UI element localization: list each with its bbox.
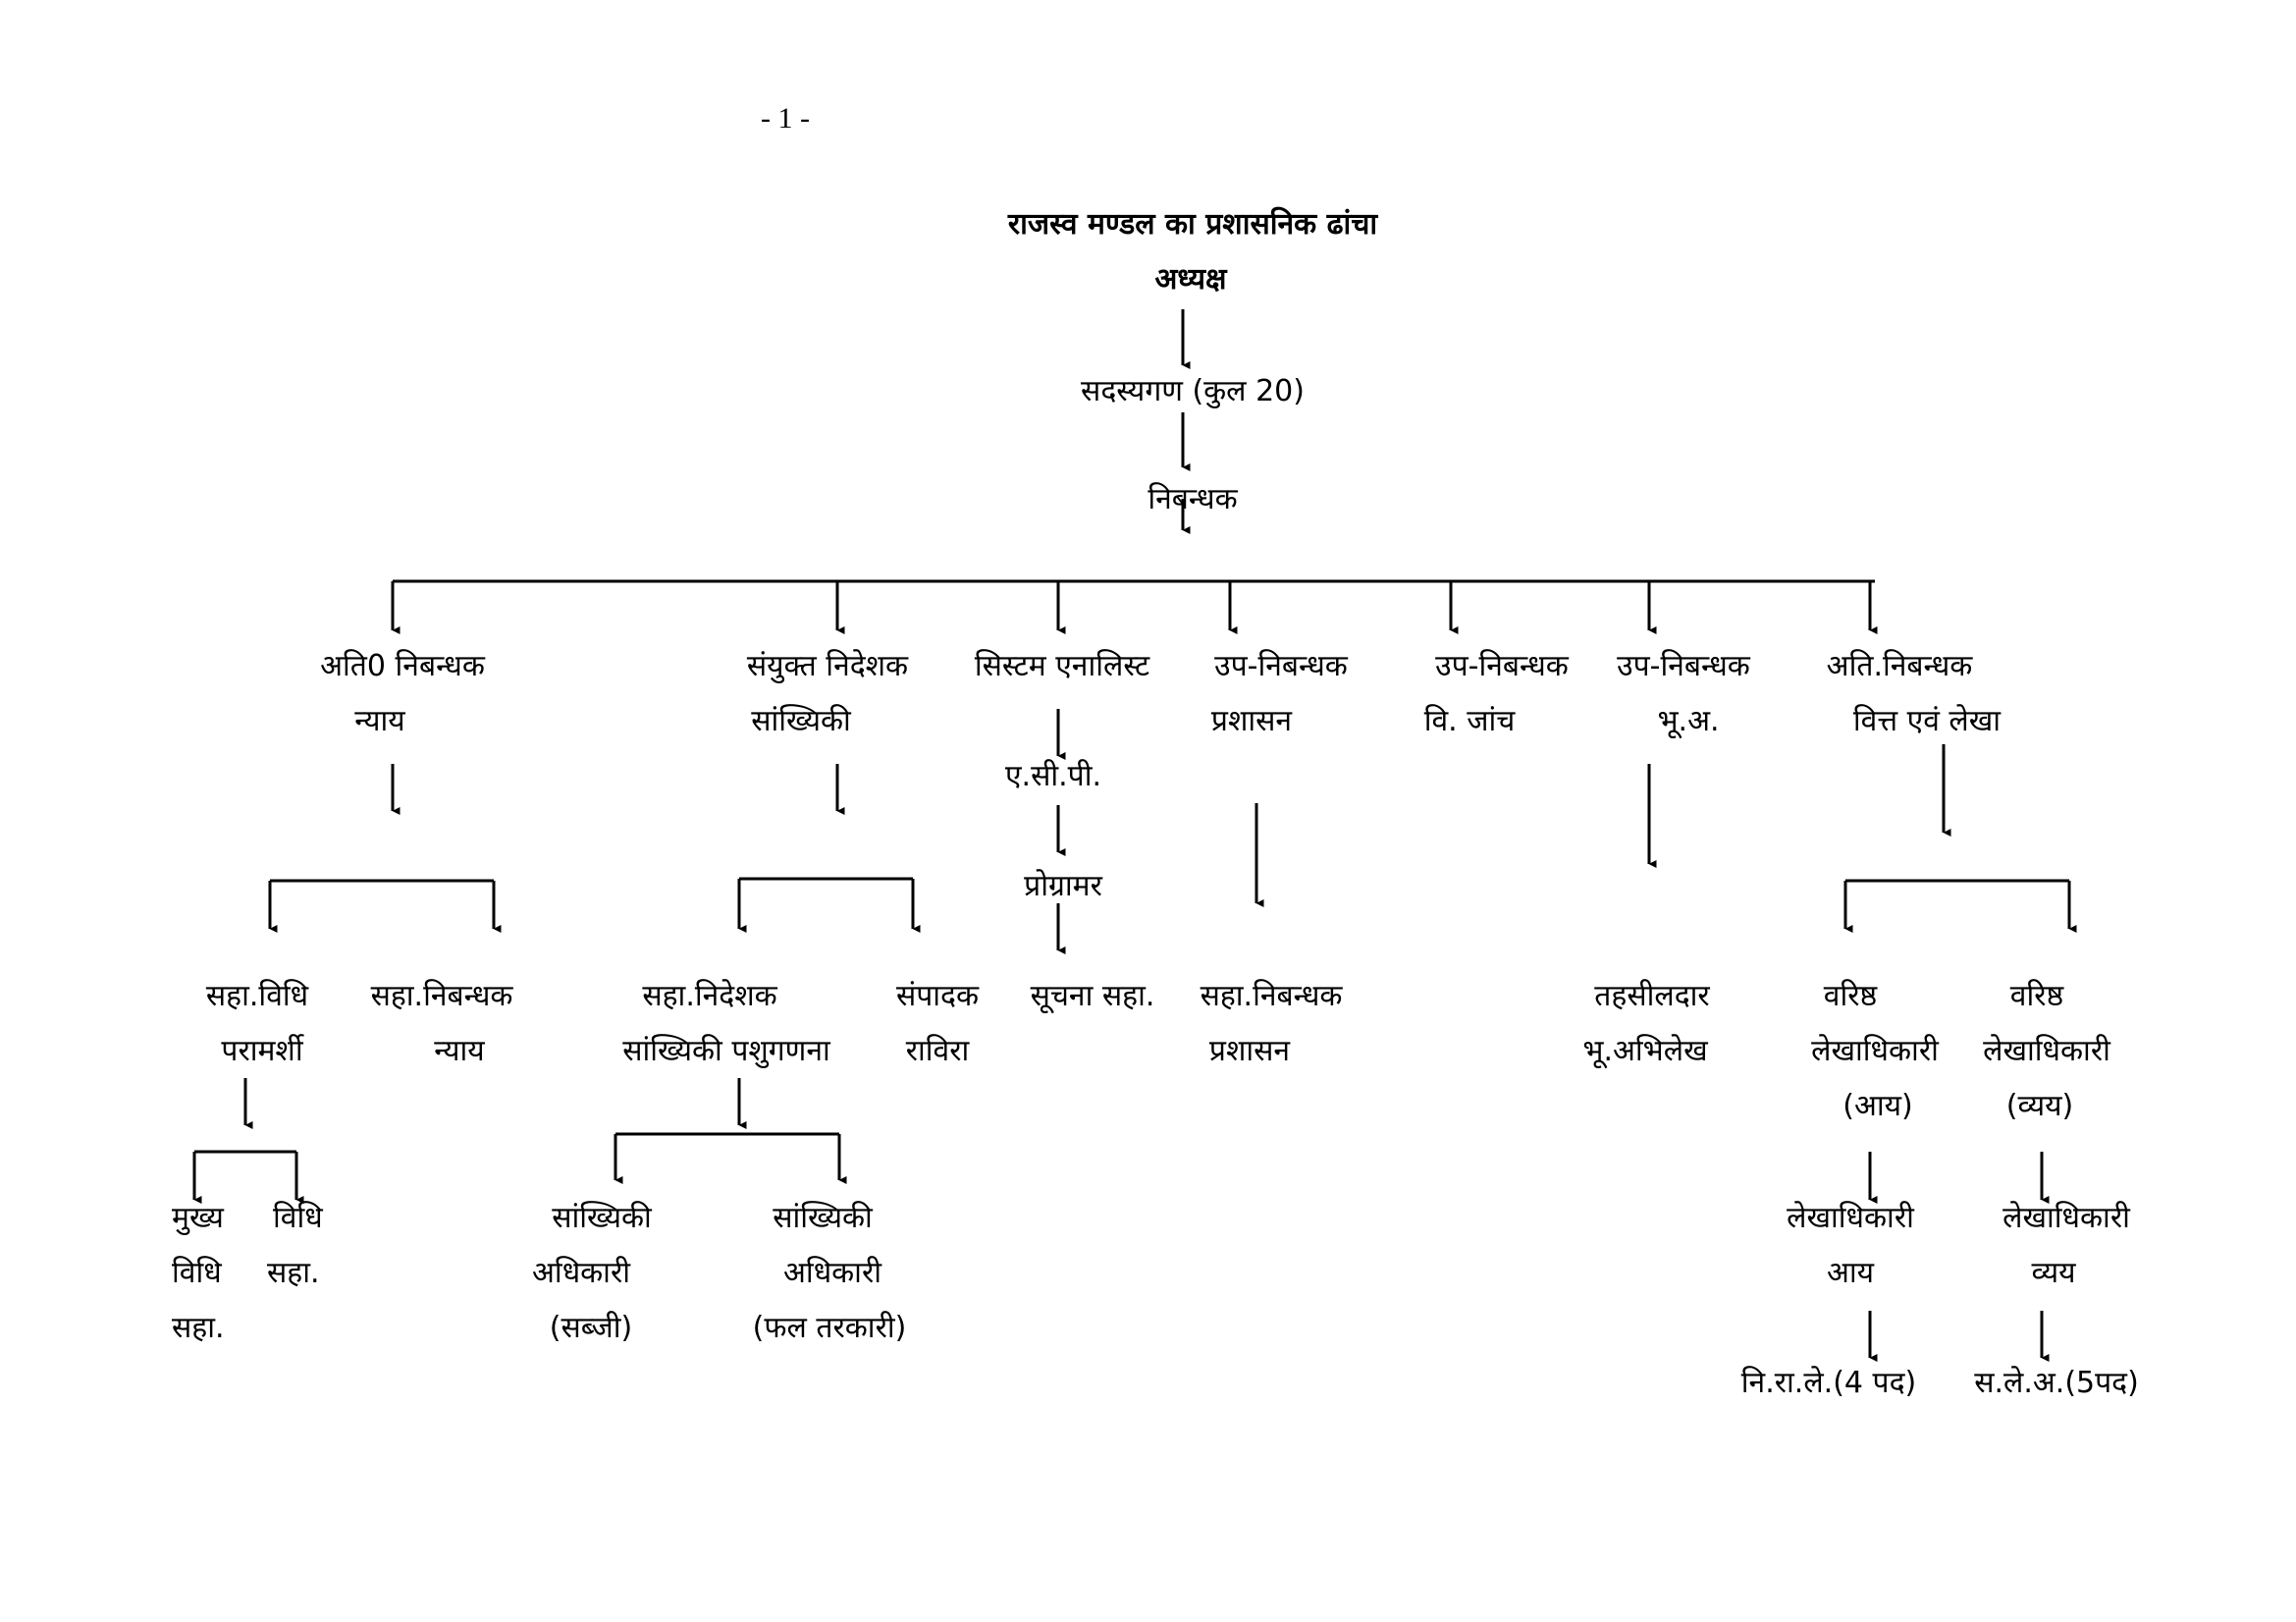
- node-asst-director-2: सांख्यिकी पशुगणना: [622, 1034, 830, 1068]
- node-ao-income-2: आय: [1826, 1256, 1875, 1290]
- node-senior-ao-expense-3: (व्यय): [2005, 1089, 2074, 1123]
- node-ao-expense-1: लेखाधिकारी: [2002, 1201, 2130, 1235]
- node-tehsildar-2: भू.अभिलेख: [1582, 1034, 1708, 1068]
- node-senior-ao-income-2: लेखाधिकारी: [1811, 1034, 1939, 1068]
- node-stats-sub: सांख्यिकी: [751, 704, 851, 738]
- node-nyay-sub: न्याय: [354, 704, 405, 738]
- node-editor-1: संपादक: [895, 979, 980, 1013]
- node-asst-registrar-nyay-2: न्याय: [434, 1034, 485, 1068]
- node-chief-legal-asst-1: मुख्य: [172, 1201, 224, 1235]
- node-chairman: अध्यक्ष: [1154, 262, 1227, 297]
- node-legal-advisor-1: सहा.विधि: [205, 979, 309, 1013]
- node-finance-sub: वित्त एवं लेखा: [1852, 704, 2002, 738]
- node-legal-asst-1: विधि: [273, 1201, 323, 1235]
- node-senior-ao-income-3: (आय): [1842, 1089, 1913, 1123]
- node-stat-officer-fruit-2: अधिकारी: [783, 1256, 881, 1290]
- node-chief-legal-asst-3: सहा.: [172, 1311, 225, 1345]
- node-nyay-title: अति0 निबन्धक: [320, 649, 485, 683]
- node-ao-income-1: लेखाधिकारी: [1787, 1201, 1914, 1235]
- node-admin-title: उप-निबन्धक: [1214, 649, 1348, 683]
- node-programmer: प्रोग्रामर: [1024, 869, 1102, 903]
- node-land-title: उप-निबन्धक: [1617, 649, 1750, 683]
- node-acp: ए.सी.पी.: [1004, 759, 1102, 793]
- node-senior-ao-expense-1: वरिष्ठ: [2009, 979, 2064, 1013]
- node-sla-posts: स.ले.अ.(5पद): [1974, 1366, 2139, 1400]
- node-admin-sub: प्रशासन: [1210, 704, 1293, 738]
- node-stat-officer-veg-2: अधिकारी: [532, 1256, 630, 1290]
- node-chief-legal-asst-2: विधि: [172, 1256, 222, 1290]
- page-number: - 1 -: [761, 102, 810, 135]
- node-asst-registrar-nyay-1: सहा.निबन्धक: [370, 979, 513, 1013]
- node-land-sub: भू.अ.: [1657, 704, 1720, 738]
- node-stat-officer-fruit-1: सांख्यिकी: [773, 1201, 873, 1235]
- node-senior-ao-income-1: वरिष्ठ: [1823, 979, 1878, 1013]
- node-system-title: सिस्टम एनालिस्ट: [974, 649, 1150, 683]
- node-ao-expense-2: व्यय: [2031, 1256, 2076, 1290]
- node-inquiry-title: उप-निबन्धक: [1435, 649, 1569, 683]
- node-legal-asst-2: सहा.: [267, 1256, 320, 1290]
- node-asst-registrar-admin-2: प्रशासन: [1208, 1034, 1291, 1068]
- chart-title: राजस्व मण्डल का प्रशासनिक ढांचा: [1007, 207, 1378, 242]
- node-tehsildar-1: तहसीलदार: [1594, 979, 1710, 1013]
- node-asst-registrar-admin-1: सहा.निबन्धक: [1200, 979, 1343, 1013]
- node-stat-officer-veg-3: (सब्जी): [549, 1311, 633, 1345]
- node-senior-ao-expense-2: लेखाधिकारी: [1983, 1034, 2110, 1068]
- node-legal-advisor-2: परामर्शी: [221, 1034, 303, 1068]
- node-stat-officer-fruit-3: (फल तरकारी): [752, 1311, 907, 1345]
- node-asst-director-1: सहा.निदेशक: [642, 979, 777, 1013]
- node-finance-title: अति.निबन्धक: [1826, 649, 1973, 683]
- node-stat-officer-veg-1: सांख्यिकी: [552, 1201, 652, 1235]
- node-inquiry-sub: वि. जांच: [1423, 704, 1516, 738]
- node-stats-title: संयुक्त निदेशक: [746, 649, 909, 683]
- node-editor-2: राविरा: [905, 1034, 970, 1068]
- node-registrar: निबन्धक: [1148, 482, 1238, 516]
- node-members: सदस्यगण (कुल 20): [1081, 374, 1305, 408]
- node-info-assistant: सूचना सहा.: [1030, 979, 1155, 1013]
- node-nrl-posts: नि.रा.ले.(4 पद): [1740, 1366, 1917, 1400]
